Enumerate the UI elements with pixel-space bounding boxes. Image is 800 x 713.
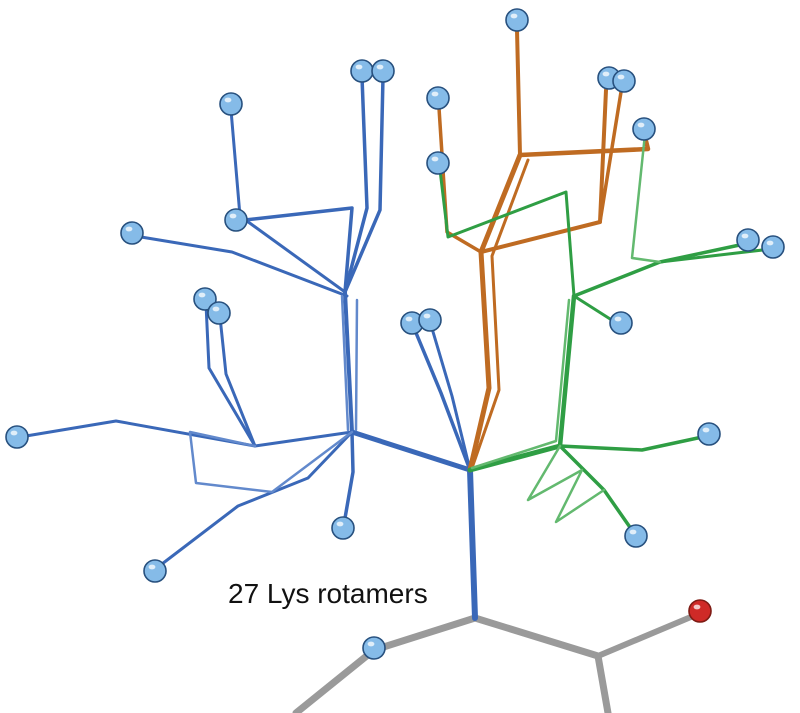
bond-blue <box>18 419 354 448</box>
bond-blue <box>156 430 354 569</box>
bond-green <box>558 434 709 452</box>
bond-green_light <box>526 444 606 524</box>
bond-orange <box>517 134 651 158</box>
bond-gray <box>370 614 479 654</box>
sphere-highlight <box>367 641 375 647</box>
nitrogen-atom <box>609 311 633 335</box>
bond-blue <box>218 315 257 448</box>
nitrogen-atom <box>143 559 167 583</box>
sphere-highlight <box>431 91 439 97</box>
nitrogen-atom <box>632 117 656 141</box>
sphere-highlight <box>614 316 622 322</box>
nitrogen-atom <box>426 86 450 110</box>
sphere-highlight <box>336 521 344 527</box>
bond-orange <box>437 106 483 254</box>
nitrogen-atom <box>120 221 144 245</box>
bond-blue <box>343 75 385 294</box>
bond-green <box>658 247 773 264</box>
sphere-highlight <box>431 156 439 162</box>
nitrogen-atom <box>624 524 648 548</box>
sphere-highlight <box>376 64 384 70</box>
bond-green_light <box>470 298 571 470</box>
bond-blue <box>467 467 478 621</box>
nitrogen-atom <box>418 308 442 332</box>
nitrogen-atom <box>219 92 243 116</box>
sphere-highlight <box>198 292 206 298</box>
nitrogen-atom <box>207 301 231 325</box>
bond-blue <box>349 429 473 473</box>
sphere-highlight <box>629 529 637 535</box>
sphere-highlight <box>405 316 413 322</box>
bond-green <box>557 293 577 449</box>
sphere-highlight <box>212 306 220 312</box>
bond-orange <box>470 158 530 470</box>
sphere-highlight <box>148 564 156 570</box>
sphere-highlight <box>637 122 645 128</box>
bond-green_light <box>630 132 662 264</box>
bond-gray <box>292 646 378 713</box>
sphere-highlight <box>693 604 701 610</box>
sphere-highlight <box>741 233 749 239</box>
nitrogen-atom <box>193 287 217 311</box>
sphere-highlight <box>224 97 232 103</box>
bond-blue <box>429 323 472 472</box>
sphere-highlight <box>617 74 625 80</box>
bond-gray <box>594 652 612 713</box>
bond-blue <box>229 108 347 294</box>
bond-blue <box>204 302 257 448</box>
sphere-highlight <box>423 313 431 319</box>
sphere-highlight <box>10 430 18 436</box>
oxygen-atom <box>688 599 712 623</box>
bond-blue_light <box>340 294 350 432</box>
bond-gray <box>595 611 701 659</box>
sphere-highlight <box>229 213 237 219</box>
bond-gray <box>471 614 602 660</box>
sphere-highlight <box>125 226 133 232</box>
nitrogen-atom <box>350 59 374 83</box>
bond-blue <box>412 326 472 472</box>
nitrogen-atom <box>505 8 529 32</box>
nitrogen-atom <box>331 516 355 540</box>
sphere-highlight <box>602 71 610 77</box>
annotation-label: 27 Lys rotamers <box>228 578 428 609</box>
bond-green <box>467 443 563 473</box>
bond-blue <box>234 206 354 294</box>
sphere-highlight <box>510 13 518 19</box>
bond-orange <box>515 28 522 157</box>
bond-orange <box>479 88 608 254</box>
bond-blue <box>343 290 354 434</box>
sphere-highlight <box>355 64 363 70</box>
bond-green <box>572 241 751 298</box>
bond-blue <box>133 234 349 298</box>
nitrogen-atom <box>371 59 395 83</box>
bond-blue <box>342 430 355 526</box>
bond-blue <box>343 75 369 294</box>
nitrogen-atom <box>736 228 760 252</box>
nitrogen-atom <box>5 425 29 449</box>
bond-blue_light <box>188 430 354 494</box>
nitrogen-atom <box>426 151 450 175</box>
bond-orange <box>598 90 623 224</box>
nitrogen-atom <box>362 636 386 660</box>
nitrogen-atom <box>697 422 721 446</box>
bond-orange <box>478 152 523 255</box>
bond-blue_light <box>354 298 359 432</box>
bond-orange <box>467 249 492 473</box>
bond-green <box>438 168 576 298</box>
nitrogen-atom <box>224 208 248 232</box>
sphere-highlight <box>702 427 710 433</box>
sphere-highlight <box>766 240 774 246</box>
nitrogen-atom <box>761 235 785 259</box>
nitrogen-atom <box>612 69 636 93</box>
